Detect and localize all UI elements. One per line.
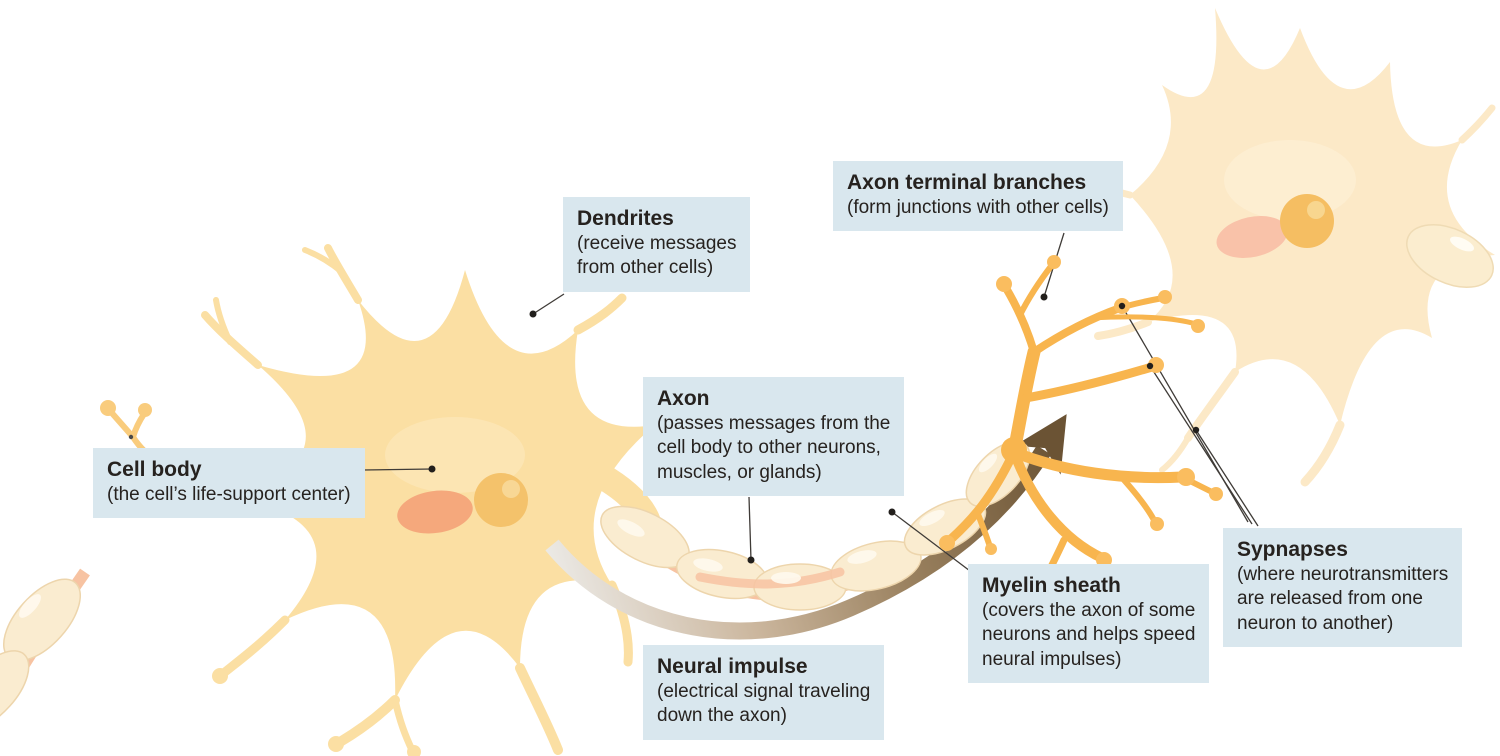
dendrite-end-bulbs <box>212 668 421 756</box>
label-title: Axon terminal branches <box>847 171 1087 194</box>
pointer-lines <box>362 232 1259 575</box>
label-description: (passes messages from the cell body to o… <box>657 413 891 483</box>
label-description: (where neurotransmitters are released fr… <box>1237 564 1449 634</box>
label-title: Cell body <box>107 458 202 481</box>
right-neuron <box>1074 8 1496 487</box>
right-neuron-organelle <box>1216 216 1288 258</box>
label-title: Sypnapses <box>1237 538 1348 561</box>
label-myelin-sheath: Myelin sheath (covers the axon of some n… <box>968 564 1210 683</box>
left-neuron-nucleus <box>474 473 528 527</box>
label-description: (electrical signal traveling down the ax… <box>657 681 871 727</box>
label-description: (the cell’s life-support center) <box>107 484 351 506</box>
label-neural-impulse: Neural impulse (electrical signal travel… <box>643 645 885 740</box>
label-title: Axon <box>657 387 710 410</box>
label-description: (covers the axon of some neurons and hel… <box>982 600 1196 670</box>
label-dendrites: Dendrites (receive messages from other c… <box>563 197 751 292</box>
left-neuron <box>100 244 663 756</box>
synapse-bulbs <box>939 255 1223 597</box>
right-neuron-nucleus <box>1280 194 1334 248</box>
label-description: (receive messages from other cells) <box>577 233 737 279</box>
label-title: Neural impulse <box>657 655 808 678</box>
label-cell-body: Cell body (the cell’s life-support cente… <box>93 448 365 519</box>
label-axon: Axon (passes messages from the cell body… <box>643 377 905 496</box>
label-synapses: Sypnapses (where neurotransmitters are r… <box>1223 528 1463 647</box>
label-description: (form junctions with other cells) <box>847 197 1109 219</box>
label-title: Myelin sheath <box>982 574 1121 597</box>
left-neuron-organelle <box>397 490 473 534</box>
neural-impulse-arrow <box>545 414 1067 640</box>
incoming-axon <box>0 568 90 730</box>
label-axon-terminal-branches: Axon terminal branches (form junctions w… <box>833 161 1123 232</box>
label-title: Dendrites <box>577 207 674 230</box>
pointer-dots <box>428 293 1200 564</box>
axon-terminal-branches <box>939 255 1223 597</box>
